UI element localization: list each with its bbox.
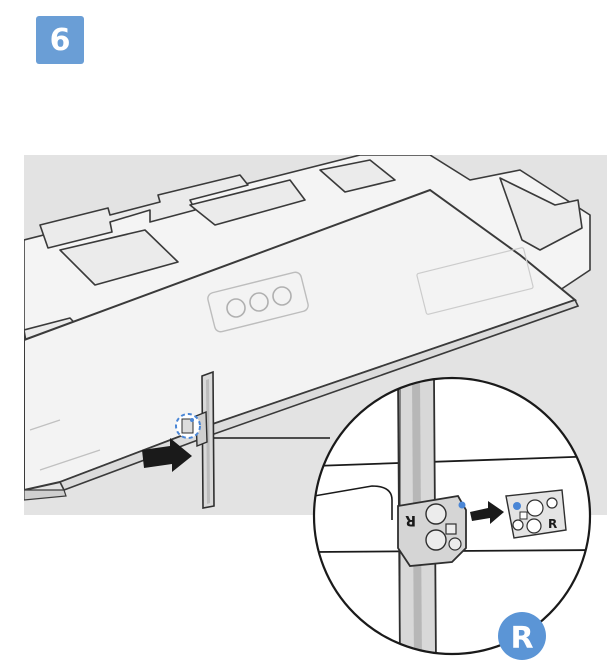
target-side-label: R bbox=[548, 517, 557, 531]
rear-vent-emboss bbox=[207, 271, 309, 333]
arrow-right-icon bbox=[470, 501, 504, 524]
arrow-right-icon bbox=[142, 438, 192, 472]
bracket-plate: R bbox=[397, 495, 467, 567]
mounting-target-marking: R bbox=[505, 489, 567, 539]
bracket-side-label: R bbox=[405, 512, 416, 528]
tv-panel bbox=[24, 188, 580, 501]
side-badge: R bbox=[498, 612, 546, 660]
stand-leg bbox=[195, 370, 215, 509]
step-number-badge: 6 bbox=[36, 16, 84, 64]
detail-magnifier: R R bbox=[312, 376, 592, 656]
side-badge-label: R bbox=[510, 621, 533, 656]
main-scene bbox=[24, 155, 607, 515]
bracket-highlight bbox=[175, 413, 201, 439]
step-number: 6 bbox=[49, 22, 71, 58]
